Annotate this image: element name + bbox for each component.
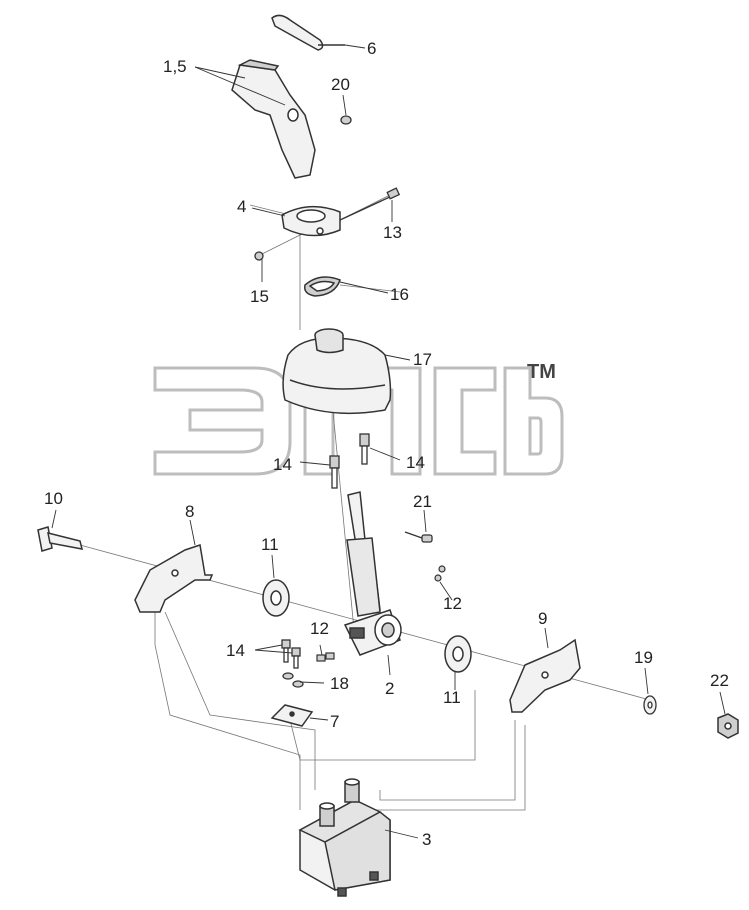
callout-14-left: 14 bbox=[273, 455, 292, 474]
part-13-bolt bbox=[339, 187, 401, 221]
part-21-screw bbox=[404, 531, 433, 543]
leader-lines bbox=[79, 194, 651, 811]
part-10-bolt bbox=[37, 526, 84, 552]
callout-3: 3 bbox=[422, 830, 431, 849]
callout-21: 21 bbox=[413, 492, 432, 511]
part-1-5-handle bbox=[231, 59, 316, 179]
callout-leaders bbox=[51, 44, 726, 839]
callout-16: 16 bbox=[390, 285, 409, 304]
part-16-ring bbox=[303, 276, 341, 297]
callout-2: 2 bbox=[385, 679, 394, 698]
callout-6: 6 bbox=[367, 39, 376, 58]
callout-15: 15 bbox=[250, 287, 269, 306]
part-22-nut bbox=[717, 713, 739, 739]
part-14-screws-upper bbox=[329, 433, 370, 489]
part-19-washer bbox=[643, 695, 657, 715]
callout-18: 18 bbox=[330, 674, 349, 693]
part-3-valve-block bbox=[298, 778, 391, 897]
callout-12-center: 12 bbox=[310, 619, 329, 638]
trademark-symbol: TM bbox=[527, 361, 556, 383]
part-9-bracket bbox=[509, 638, 581, 713]
part-15-nut bbox=[254, 251, 264, 261]
part-14-screws-lower bbox=[281, 639, 301, 669]
callout-8: 8 bbox=[185, 502, 194, 521]
callout-7: 7 bbox=[330, 712, 339, 731]
callout-20: 20 bbox=[331, 75, 350, 94]
callout-14-right: 14 bbox=[406, 453, 425, 472]
part-8-bracket bbox=[134, 544, 214, 613]
callout-labels: 6 1,5 20 4 13 15 16 17 14 14 10 8 21 11 … bbox=[44, 39, 729, 849]
part-18-washers bbox=[282, 672, 304, 688]
part-11-washers bbox=[262, 579, 472, 673]
callout-4: 4 bbox=[237, 197, 246, 216]
callout-10: 10 bbox=[44, 489, 63, 508]
callout-13: 13 bbox=[383, 223, 402, 242]
callout-11-right: 11 bbox=[443, 688, 461, 707]
part-6-clip bbox=[271, 14, 345, 51]
callout-9: 9 bbox=[538, 609, 547, 628]
callout-17: 17 bbox=[413, 350, 432, 369]
callout-22: 22 bbox=[710, 671, 729, 690]
part-7-plate bbox=[270, 704, 314, 727]
part-4-clamp bbox=[281, 206, 341, 237]
callout-12-right: 12 bbox=[443, 594, 462, 613]
callout-11-left: 11 bbox=[261, 535, 279, 554]
part-2-lever bbox=[343, 491, 402, 656]
callout-14-lower: 14 bbox=[226, 641, 245, 660]
part-17-boot bbox=[282, 328, 392, 415]
part-12-pins bbox=[316, 565, 446, 662]
part-20-screw bbox=[340, 115, 352, 125]
callout-1-5: 1,5 bbox=[163, 57, 187, 76]
callout-19: 19 bbox=[634, 648, 653, 667]
